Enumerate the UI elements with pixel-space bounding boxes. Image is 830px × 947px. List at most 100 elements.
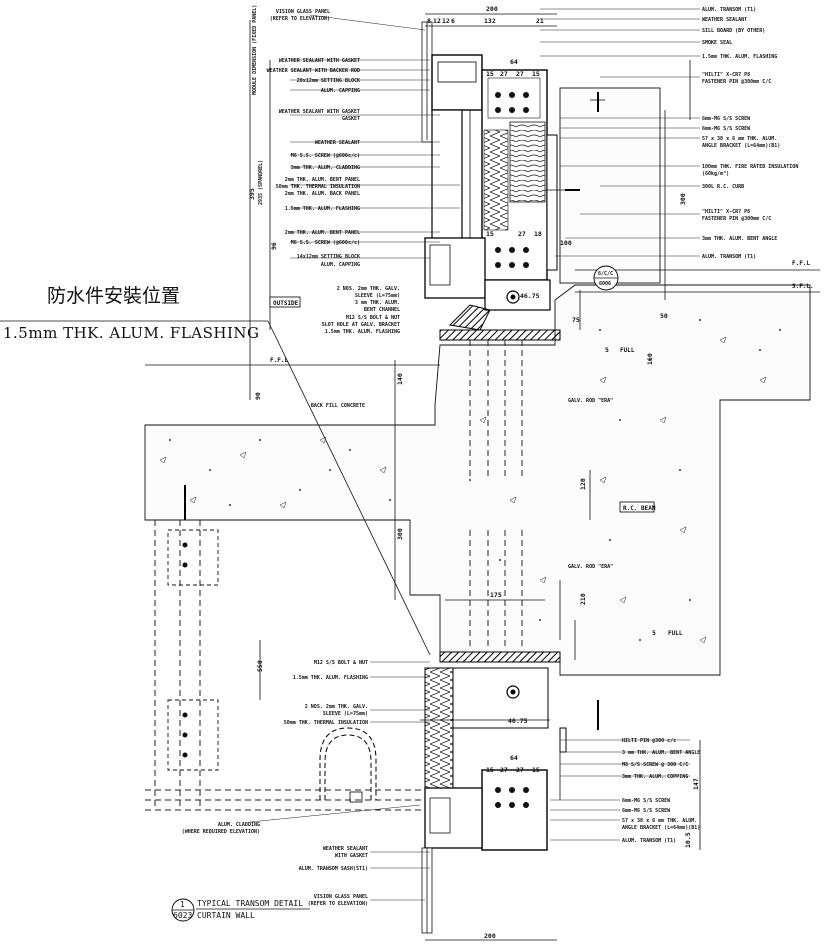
dim-mullion-b: 64 [510, 754, 518, 762]
sill-hatch-upper [439, 329, 561, 341]
leader-lines [0, 8, 700, 901]
dim-5a: 5 [605, 346, 609, 354]
title-sheet: 6023 [173, 911, 192, 920]
dim-mc-0: 15 [486, 766, 494, 774]
callout-r10: ANGLE BRACKET (L=64mm)(B1) [702, 143, 780, 149]
mullion-lower [481, 769, 548, 851]
dim-300b: 300 [679, 193, 687, 205]
callout-b10: VISION GLASS PANEL [314, 894, 368, 900]
lower-right-callouts: HILTI PIN @300 c/c 3 mm THK. ALUM. BENT … [622, 738, 700, 844]
callout-l7: GASKET [342, 116, 360, 122]
dim-50: 50 [660, 312, 668, 320]
callout-r15: FASTENER PIN @300mm C/C [702, 216, 771, 222]
dim-top-1: 12 [433, 17, 441, 25]
concrete-speckles [169, 319, 781, 641]
callout-br1: 3 mm THK. ALUM. BENT ANGLE [622, 750, 700, 756]
dim-5b: 5 [652, 629, 656, 637]
title-line2: CURTAIN WALL [197, 911, 255, 920]
callout-l26: BACK FILL CONCRETE [311, 403, 365, 409]
dim-210: 210 [579, 593, 587, 605]
grout-label-2: GALV. ROD "ERA" [568, 564, 613, 570]
callout-br8: ALUM. TRANSOM (T1) [622, 838, 676, 844]
callout-r9: 57 x 38 x 6 mm THK. ALUM. [702, 136, 777, 142]
callout-r5: "HILTI" X-CR7 P8 [702, 72, 750, 78]
arch-outline [319, 727, 377, 800]
callout-r14: "HILTI" X-CR7 P8 [702, 209, 750, 215]
callout-l19: 2 NOS. 2mm THK. GALV. [337, 286, 400, 292]
thermal-insulation-upper [483, 129, 509, 231]
outside-label: OUTSIDE [273, 300, 299, 307]
dim-top-4: 132 [484, 17, 496, 25]
callout-r4: 1.5mm THK. ALUM. FLASHING [702, 54, 777, 60]
title-line1: TYPICAL TRANSOM DETAIL [197, 899, 303, 908]
callout-r8: 6mm-M6 S/S SCREW [702, 126, 751, 132]
callout-r3: SMOKE SEAL [702, 40, 732, 46]
transom-sash-lower [424, 787, 483, 849]
callout-r1: WEATHER SEALANT [702, 17, 747, 23]
callout-l8: WEATHER SEALANT [315, 140, 360, 146]
flashing-upper [448, 304, 491, 331]
callout-l14: 1.5mm THK. ALUM. FLASHING [285, 206, 360, 212]
rc-beam-label: R.C. BEAM [623, 505, 656, 512]
dim-100: 100 [560, 239, 572, 247]
dim-395: 395 [248, 188, 256, 200]
dim-ma-3: 15 [532, 70, 540, 78]
dim-ma-0: 15 [486, 70, 494, 78]
lower-callouts: M12 S/S BOLT & NUT 1.5mm THK. ALUM. FLAS… [182, 660, 368, 907]
ffl-right-label: F.F.L [792, 260, 810, 267]
full-label-2: FULL [668, 630, 683, 637]
dim-top-5: 21 [536, 17, 544, 25]
spandrel-panel [431, 109, 463, 241]
dim-top-0: 8 [427, 17, 431, 25]
callout-l13: 2mm THK. ALUM. BACK PANEL [285, 191, 360, 197]
concrete-slab [144, 87, 820, 676]
callout-l15: 2mm THK. ALUM. BENT PANEL [285, 230, 360, 236]
callout-br4: 6mm-M6 S/S SCREW [622, 798, 671, 804]
callout-l21: 3 mm THK. ALUM. [355, 300, 400, 306]
dim-mb-0: 15 [486, 230, 494, 238]
callout-l22: BENT CHANNEL [364, 307, 400, 313]
callout-l18: ALUM. CAPPING [321, 262, 360, 268]
callout-l24: SLOT HOLE AT GALV. BRACKET [322, 322, 400, 328]
callout-r11: 100mm THK. FIRE RATED INSULATION [702, 164, 798, 170]
annotation-cn: 防水件安裝位置 [47, 285, 180, 307]
callout-l6: WEATHER SEALANT WITH GASKET [279, 109, 360, 115]
transom-profile-upper [431, 54, 483, 111]
callout-r13: 300L R.C. CURB [702, 184, 744, 190]
callout-b2: 2 NOS. 2mm THK. GALV. [305, 704, 368, 710]
grout-label-1: GALV. ROD "ERA" [568, 398, 613, 404]
dim-90: 90 [254, 392, 262, 400]
dim-120: 120 [579, 478, 587, 490]
lower-frame [421, 530, 599, 934]
callout-l20: SLEEVE (L=75mm) [355, 293, 400, 299]
left-callouts: VISION GLASS PANEL (REFER TO ELEVATION) … [267, 9, 400, 409]
dim-ma-1: 27 [500, 70, 508, 78]
callout-b11: (REFER TO ELEVATION) [308, 901, 368, 907]
dim-top-2: 12 [442, 17, 450, 25]
dim-96: 96 [270, 242, 278, 250]
callout-l1: (REFER TO ELEVATION) [270, 16, 330, 22]
section-ref-b: 6006 [599, 281, 611, 287]
callout-b4: 50mm THK. THERMAL INSULATION [284, 720, 368, 726]
callout-l9: M6 S.S. SCREW (@600c/c) [291, 153, 360, 159]
dim-550: 550 [256, 660, 264, 672]
fire-insulation [509, 121, 546, 203]
title-block: 1 6023 TYPICAL TRANSOM DETAIL CURTAIN WA… [171, 898, 310, 922]
full-label-1: FULL [620, 347, 635, 354]
sfl-right-label: S.F.L. [792, 283, 814, 290]
dim-140: 140 [396, 373, 404, 385]
dim-mb-1: 27 [518, 230, 526, 238]
callout-b5: ALUM. CLADDING [218, 822, 260, 828]
dimension-lines [249, 13, 701, 941]
callout-r7: 6mm-M6 S/S SCREW [702, 116, 751, 122]
callout-l11: 2mm THK. ALUM. BENT PANEL [285, 177, 360, 183]
callout-l23: M12 S/S BOLT & NUT [346, 315, 400, 321]
callout-l2: WEATHER SEALANT WITH GASKET [279, 58, 360, 64]
dim-ma-2: 27 [516, 70, 524, 78]
dim-10-5: 10.5 [684, 832, 692, 848]
callout-r0: ALUM. TRANSOM (T1) [702, 7, 756, 13]
callout-b8: WITH GASKET [335, 853, 368, 859]
dim-mc-3: 15 [532, 766, 540, 774]
callout-br6: 57 x 38 x 6 mm THK. ALUM. [622, 818, 697, 824]
